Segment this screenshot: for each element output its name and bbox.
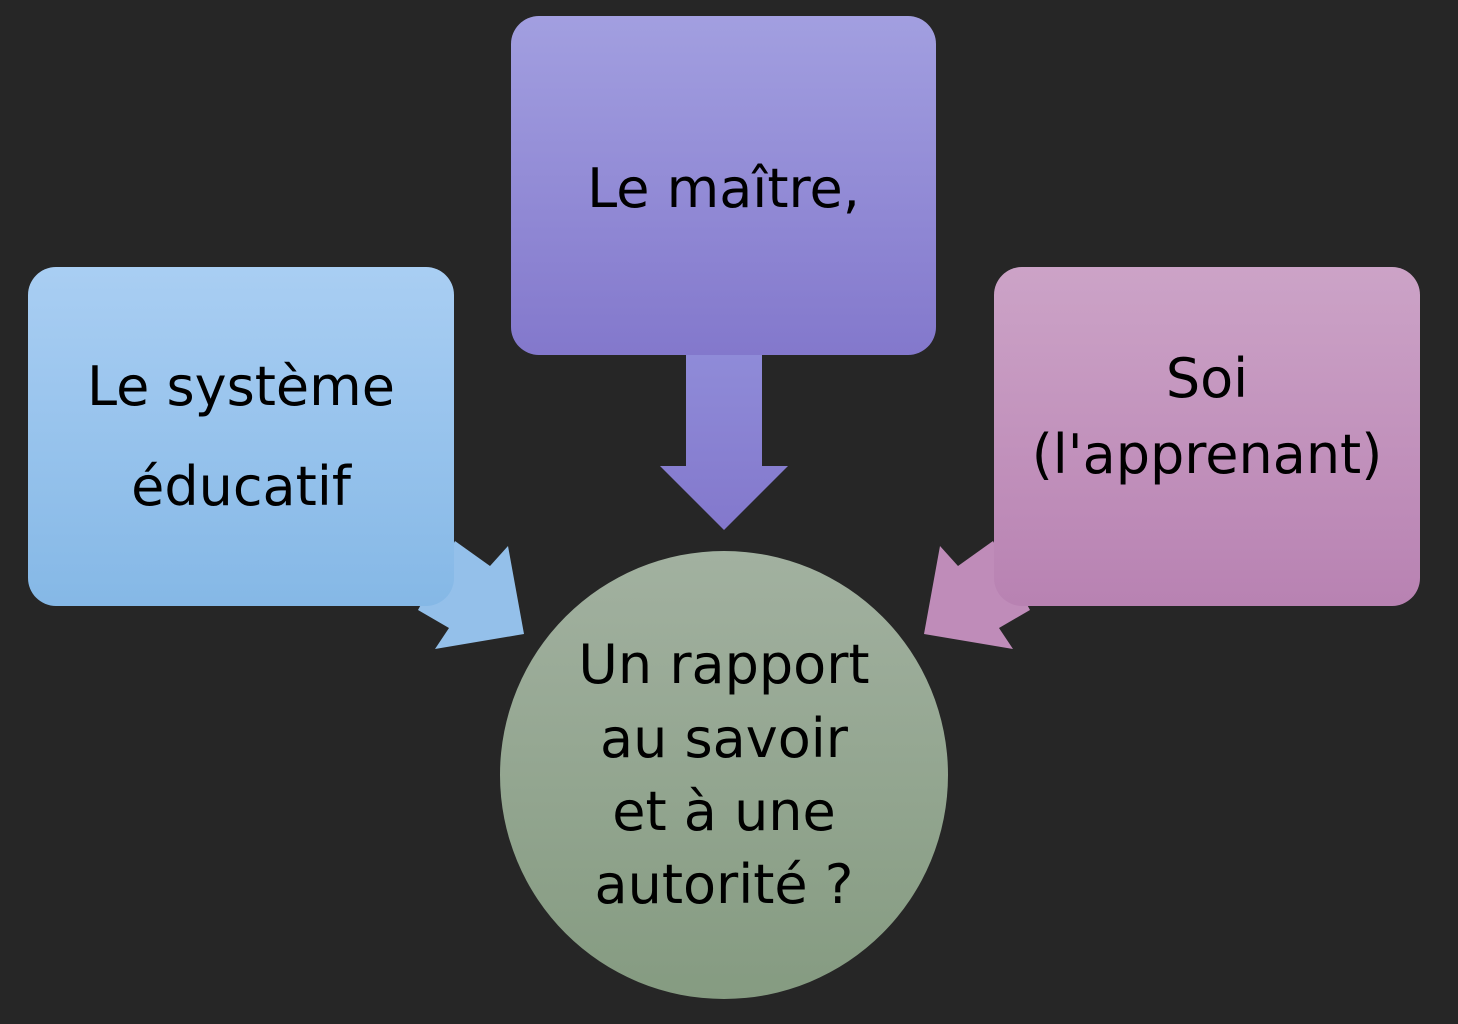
node-text: (l'apprenant) xyxy=(1031,422,1383,486)
node-soi-apprenant: Soi (l'apprenant) xyxy=(994,267,1420,606)
center-text: au savoir xyxy=(600,706,848,770)
arrow-middle-to-center xyxy=(660,355,788,530)
node-text: Le système xyxy=(87,354,395,418)
center-text: autorité ? xyxy=(594,853,854,917)
node-text: éducatif xyxy=(131,454,351,518)
node-maitre: Le maître, xyxy=(511,16,936,355)
node-text: Le maître, xyxy=(587,157,860,220)
center-text: Un rapport xyxy=(578,633,870,697)
center-text: et à une xyxy=(612,780,836,843)
center-node-rapport-savoir: Un rapport au savoir et à une autorité ? xyxy=(500,551,948,999)
node-systeme-educatif: Le système éducatif xyxy=(28,267,454,606)
node-text: Soi xyxy=(1165,346,1249,410)
